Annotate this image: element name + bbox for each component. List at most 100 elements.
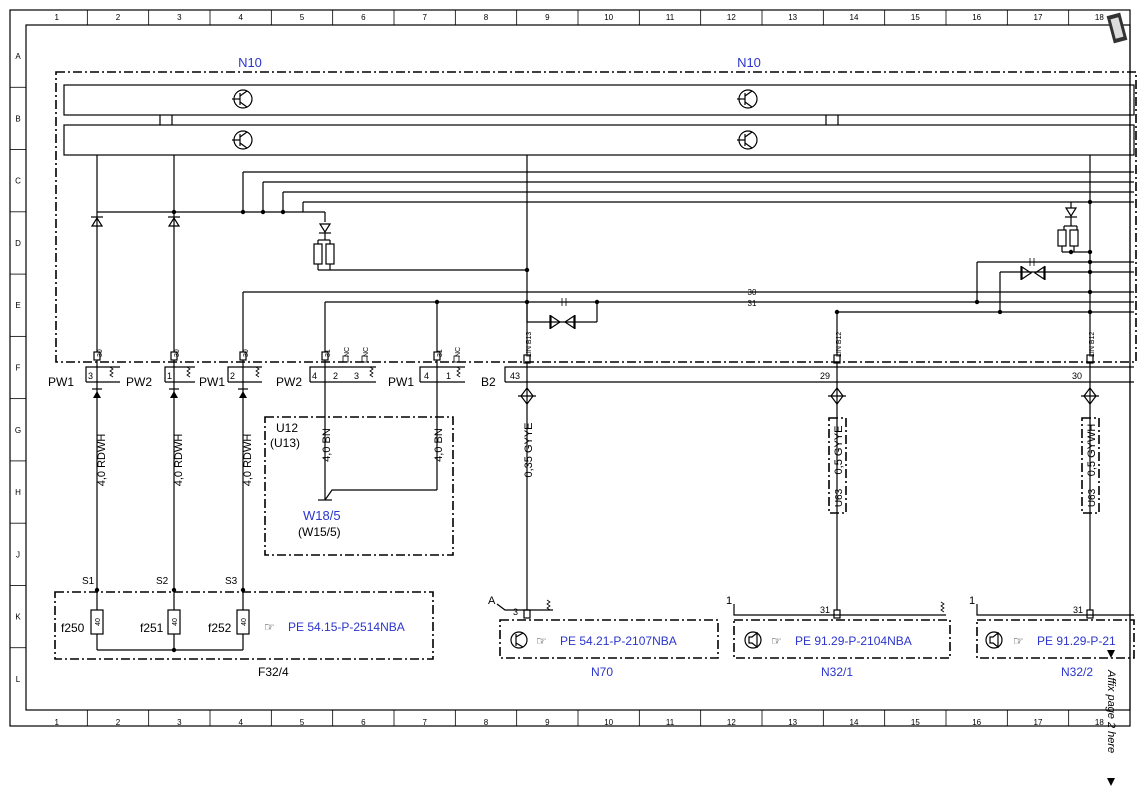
svg-text:LIN B12: LIN B12 — [1089, 332, 1096, 357]
column-index-label: 10 — [604, 718, 613, 727]
svg-text:f252: f252 — [208, 621, 232, 635]
u13-label: (U13) — [270, 436, 300, 450]
svg-text:f250: f250 — [61, 621, 85, 635]
row-index-label: D — [15, 239, 21, 248]
connector-labels: PW1 PW2 PW1 PW2 PW1 B2 3 1 2 4 2 3 4 1 4… — [48, 332, 1096, 389]
speaker-icon — [744, 631, 762, 649]
column-index-label: 18 — [1095, 13, 1104, 22]
svg-text:U63: U63 — [1087, 488, 1098, 507]
svg-text:A: A — [488, 595, 496, 607]
column-index-label: 14 — [850, 718, 859, 727]
u12-label: U12 — [276, 421, 298, 435]
u12-module-boundary — [264, 416, 454, 556]
u63-shield-box — [1081, 417, 1100, 514]
column-index-label: 6 — [361, 718, 366, 727]
driver-bar-upper — [63, 84, 1135, 125]
n32-1-label[interactable]: N32/1 — [821, 665, 853, 679]
svg-text:1: 1 — [167, 371, 172, 381]
svg-text:29: 29 — [820, 371, 830, 381]
column-index-label: 2 — [116, 718, 121, 727]
svg-text:U63: U63 — [834, 488, 845, 507]
svg-text:31: 31 — [437, 349, 444, 357]
n10-left-label[interactable]: N10 — [238, 55, 262, 70]
svg-text:f251: f251 — [140, 621, 164, 635]
n32-1-module-boundary — [733, 619, 951, 659]
f32-4-reference-link[interactable]: PE 54.15-P-2514NBA — [288, 620, 405, 634]
row-index-label: A — [15, 52, 21, 61]
column-index-label: 14 — [850, 13, 859, 22]
pointing-hand-icon: ☞ — [536, 634, 547, 648]
plug-connector-icon — [518, 387, 536, 405]
svg-text:4,0 RDWH: 4,0 RDWH — [96, 434, 108, 487]
column-index-label: 16 — [972, 13, 981, 22]
svg-text:3: 3 — [88, 371, 93, 381]
svg-text:40: 40 — [172, 618, 179, 626]
w18-5-link[interactable]: W18/5 — [303, 508, 341, 523]
n10-right-label[interactable]: N10 — [737, 55, 761, 70]
pw2-label: PW2 — [276, 375, 302, 389]
svg-text:40: 40 — [95, 618, 102, 626]
plug-connector-icon — [828, 387, 846, 405]
svg-text:1: 1 — [726, 595, 732, 607]
column-index-label: 18 — [1095, 718, 1104, 727]
column-index-label: 9 — [545, 13, 550, 22]
svg-text:4,0 RDWH: 4,0 RDWH — [242, 434, 254, 487]
terminal-markers — [93, 351, 1094, 382]
row-index-label: K — [15, 613, 21, 622]
diode-pair-icon — [526, 298, 598, 330]
arrow-down-icon — [1107, 778, 1115, 786]
svg-text:1: 1 — [969, 595, 975, 607]
n70-label[interactable]: N70 — [591, 665, 613, 679]
speaker-icon — [985, 631, 1003, 649]
n32-2-reference-link[interactable]: PE 91.29-P-21 — [1037, 634, 1116, 648]
column-index-label: 6 — [361, 13, 366, 22]
column-index-label: 11 — [666, 13, 675, 22]
driver-bar-lower — [63, 124, 1135, 156]
pw1-label: PW1 — [388, 375, 414, 389]
svg-text:0,35 GYYE: 0,35 GYYE — [523, 422, 535, 477]
row-index-label: F — [16, 364, 21, 373]
n32-1-reference-link[interactable]: PE 91.29-P-2104NBA — [795, 634, 912, 648]
svg-text:30: 30 — [97, 349, 104, 357]
diode-icon — [318, 223, 332, 234]
u63-shield-box — [828, 417, 847, 514]
fuse-block: S1 S2 S3 40 40 40 f250 f251 f252 — [61, 576, 250, 653]
n70-connector: A 3 — [488, 595, 553, 619]
wires-lower — [92, 382, 1091, 610]
column-index-label: 12 — [727, 13, 736, 22]
n70-reference-link[interactable]: PE 54.21-P-2107NBA — [560, 634, 677, 648]
column-index-label: 13 — [788, 718, 797, 727]
diode-icon — [90, 216, 104, 227]
svg-text:2: 2 — [230, 371, 235, 381]
row-index-label: G — [15, 426, 21, 435]
svg-text:31: 31 — [1073, 605, 1083, 615]
wire-labels: 4,0 RDWH 4,0 RDWH 4,0 RDWH 4,0 BN 4,0 BN… — [96, 422, 1098, 507]
svg-text:4: 4 — [424, 371, 429, 381]
column-index-label: 5 — [300, 13, 305, 22]
column-index-label: 8 — [484, 13, 489, 22]
svg-text:LIN B12: LIN B12 — [836, 332, 843, 357]
column-index-label: 3 — [177, 13, 182, 22]
row-index-label: H — [15, 488, 21, 497]
column-index-label: 7 — [422, 13, 427, 22]
pw1-label: PW1 — [199, 375, 225, 389]
column-index-label: 13 — [788, 13, 797, 22]
column-index-label: 17 — [1034, 13, 1043, 22]
row-index-label: B — [15, 114, 20, 123]
n32-2-label[interactable]: N32/2 — [1061, 665, 1093, 679]
column-index-label: 12 — [727, 718, 736, 727]
internal-wiring-left — [96, 155, 1134, 355]
transistor-icon — [510, 631, 528, 649]
svg-text:31: 31 — [820, 605, 830, 615]
svg-text:0,5 GYWH: 0,5 GYWH — [1086, 424, 1098, 477]
svg-text:S1: S1 — [82, 576, 95, 587]
pointing-hand-icon: ☞ — [771, 634, 782, 648]
svg-text:30: 30 — [1072, 371, 1082, 381]
bus-31-label: 31 — [748, 299, 757, 308]
svg-text:30: 30 — [174, 349, 181, 357]
column-index-label: 9 — [545, 718, 550, 727]
svg-text:4,0 BN: 4,0 BN — [321, 428, 333, 462]
column-index-label: 8 — [484, 718, 489, 727]
svg-text:NC: NC — [363, 347, 370, 357]
